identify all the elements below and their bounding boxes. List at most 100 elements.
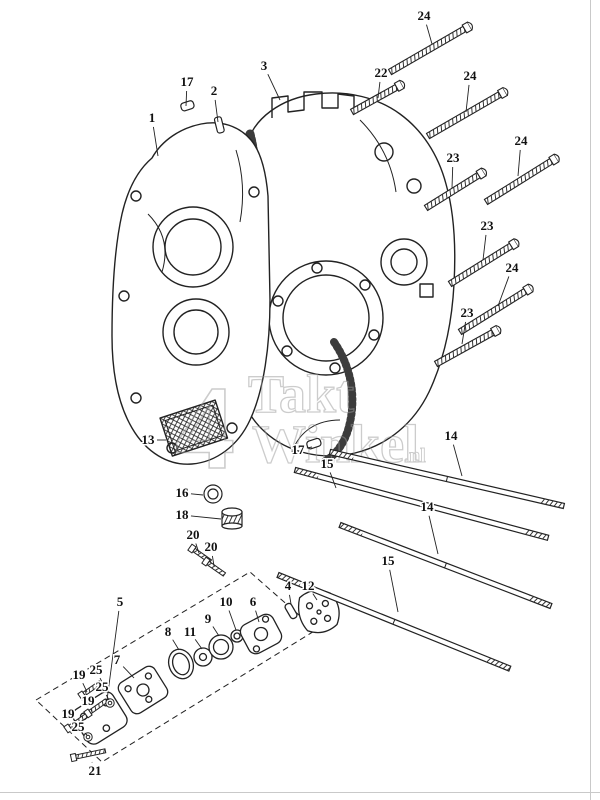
callout-label: 22	[375, 65, 388, 80]
crankcase-right-half	[235, 91, 456, 457]
callout-leader	[228, 610, 237, 631]
callout-label: 21	[89, 763, 102, 778]
callout-leader	[195, 543, 200, 554]
callout-label: 15	[321, 456, 335, 471]
strainer-screen-13	[159, 399, 229, 457]
callout-leader	[106, 610, 120, 701]
callout-leader	[214, 99, 219, 123]
dowel-pin-17-top	[180, 100, 195, 112]
callout-label: 24	[464, 68, 478, 83]
page-edge-right	[590, 0, 591, 800]
callout-label: 2	[211, 83, 218, 98]
callout-leader	[82, 682, 88, 693]
callout-leader	[465, 84, 470, 113]
gasket-7	[117, 665, 169, 715]
callout-leader	[389, 569, 399, 613]
callout-label: 17	[181, 74, 195, 89]
callout-label: 13	[142, 432, 156, 447]
callout-leader	[172, 639, 180, 651]
callout-label: 24	[418, 8, 432, 23]
callout-label: 12	[302, 578, 315, 593]
callout-leader	[84, 732, 88, 736]
callout-label: 16	[176, 485, 190, 500]
callout-label: 23	[447, 150, 461, 165]
washer	[99, 682, 109, 692]
callout-leader	[152, 126, 159, 157]
callout-label: 15	[382, 553, 396, 568]
callout-label: 7	[114, 652, 121, 667]
callout-label: 4	[285, 578, 292, 593]
callout-label: 23	[481, 218, 495, 233]
callout-label: 5	[117, 594, 124, 609]
watermark-word-1: Takt	[248, 364, 354, 424]
callout-label: 6	[250, 594, 257, 609]
crankcase-assembly	[111, 91, 456, 466]
screw	[63, 713, 89, 734]
washer	[105, 698, 115, 708]
callout-label: 8	[165, 624, 172, 639]
oring-16	[203, 484, 223, 504]
screw	[77, 680, 103, 701]
callout-leader	[122, 666, 135, 679]
callout-leader	[99, 677, 104, 685]
fastener-hardware	[63, 21, 566, 763]
callout-label: 24	[515, 133, 529, 148]
screw	[69, 748, 107, 763]
callout-leader	[517, 149, 521, 177]
callout-label: 17	[292, 442, 306, 457]
stud-rod	[338, 521, 553, 610]
callout-leader	[194, 639, 203, 650]
pin-4	[284, 602, 298, 620]
callout-leader	[329, 472, 337, 489]
callout-label: 9	[205, 611, 212, 626]
hex-bolt	[425, 86, 509, 140]
hex-bolt	[387, 21, 473, 76]
outer-rotor-9	[208, 634, 234, 660]
callout-leader	[377, 81, 381, 99]
callout-leader	[185, 90, 188, 107]
callout-label: 10	[220, 594, 233, 609]
callout-leader	[90, 709, 93, 713]
hex-bolt	[447, 238, 520, 288]
callout-leader	[461, 321, 467, 345]
dowel-pin-17-mid	[306, 437, 322, 450]
callout-label: 14	[445, 428, 459, 443]
callout-label: 24	[506, 260, 520, 275]
gasket-ring-8	[167, 648, 195, 680]
pump-body-6	[239, 613, 283, 655]
hex-bolt	[457, 283, 534, 336]
screw	[201, 556, 227, 577]
callout-leader	[267, 73, 281, 101]
stud-rod	[293, 466, 550, 542]
callout-label: 18	[176, 507, 190, 522]
inner-rotor-11	[193, 647, 213, 667]
callout-leader	[426, 24, 433, 45]
washer	[83, 732, 93, 742]
callout-label: 25	[96, 679, 110, 694]
callout-leader	[255, 610, 260, 623]
hex-bolt	[349, 79, 406, 116]
callout-leader	[212, 626, 220, 637]
callout-label: 20	[205, 539, 218, 554]
callout-leader	[71, 722, 74, 727]
callout-leader	[452, 444, 463, 477]
hex-bolt	[423, 167, 487, 212]
watermark-numeral: 4	[175, 361, 235, 494]
callout-leader	[105, 694, 110, 701]
callout-label: 19	[82, 693, 96, 708]
callout-leader	[451, 166, 454, 189]
page-edge-bottom	[0, 792, 600, 793]
plug-18	[221, 507, 243, 530]
callout-label: 19	[73, 667, 87, 682]
callout-label: 11	[184, 624, 196, 639]
callout-label: 1	[149, 110, 156, 125]
callout-leader	[289, 594, 292, 605]
callout-leader	[211, 555, 215, 567]
callout-leaders	[71, 24, 521, 763]
callout-label: 19	[62, 706, 76, 721]
callout-label: 3	[261, 58, 268, 73]
watermark-suffix: .nl	[404, 445, 426, 467]
